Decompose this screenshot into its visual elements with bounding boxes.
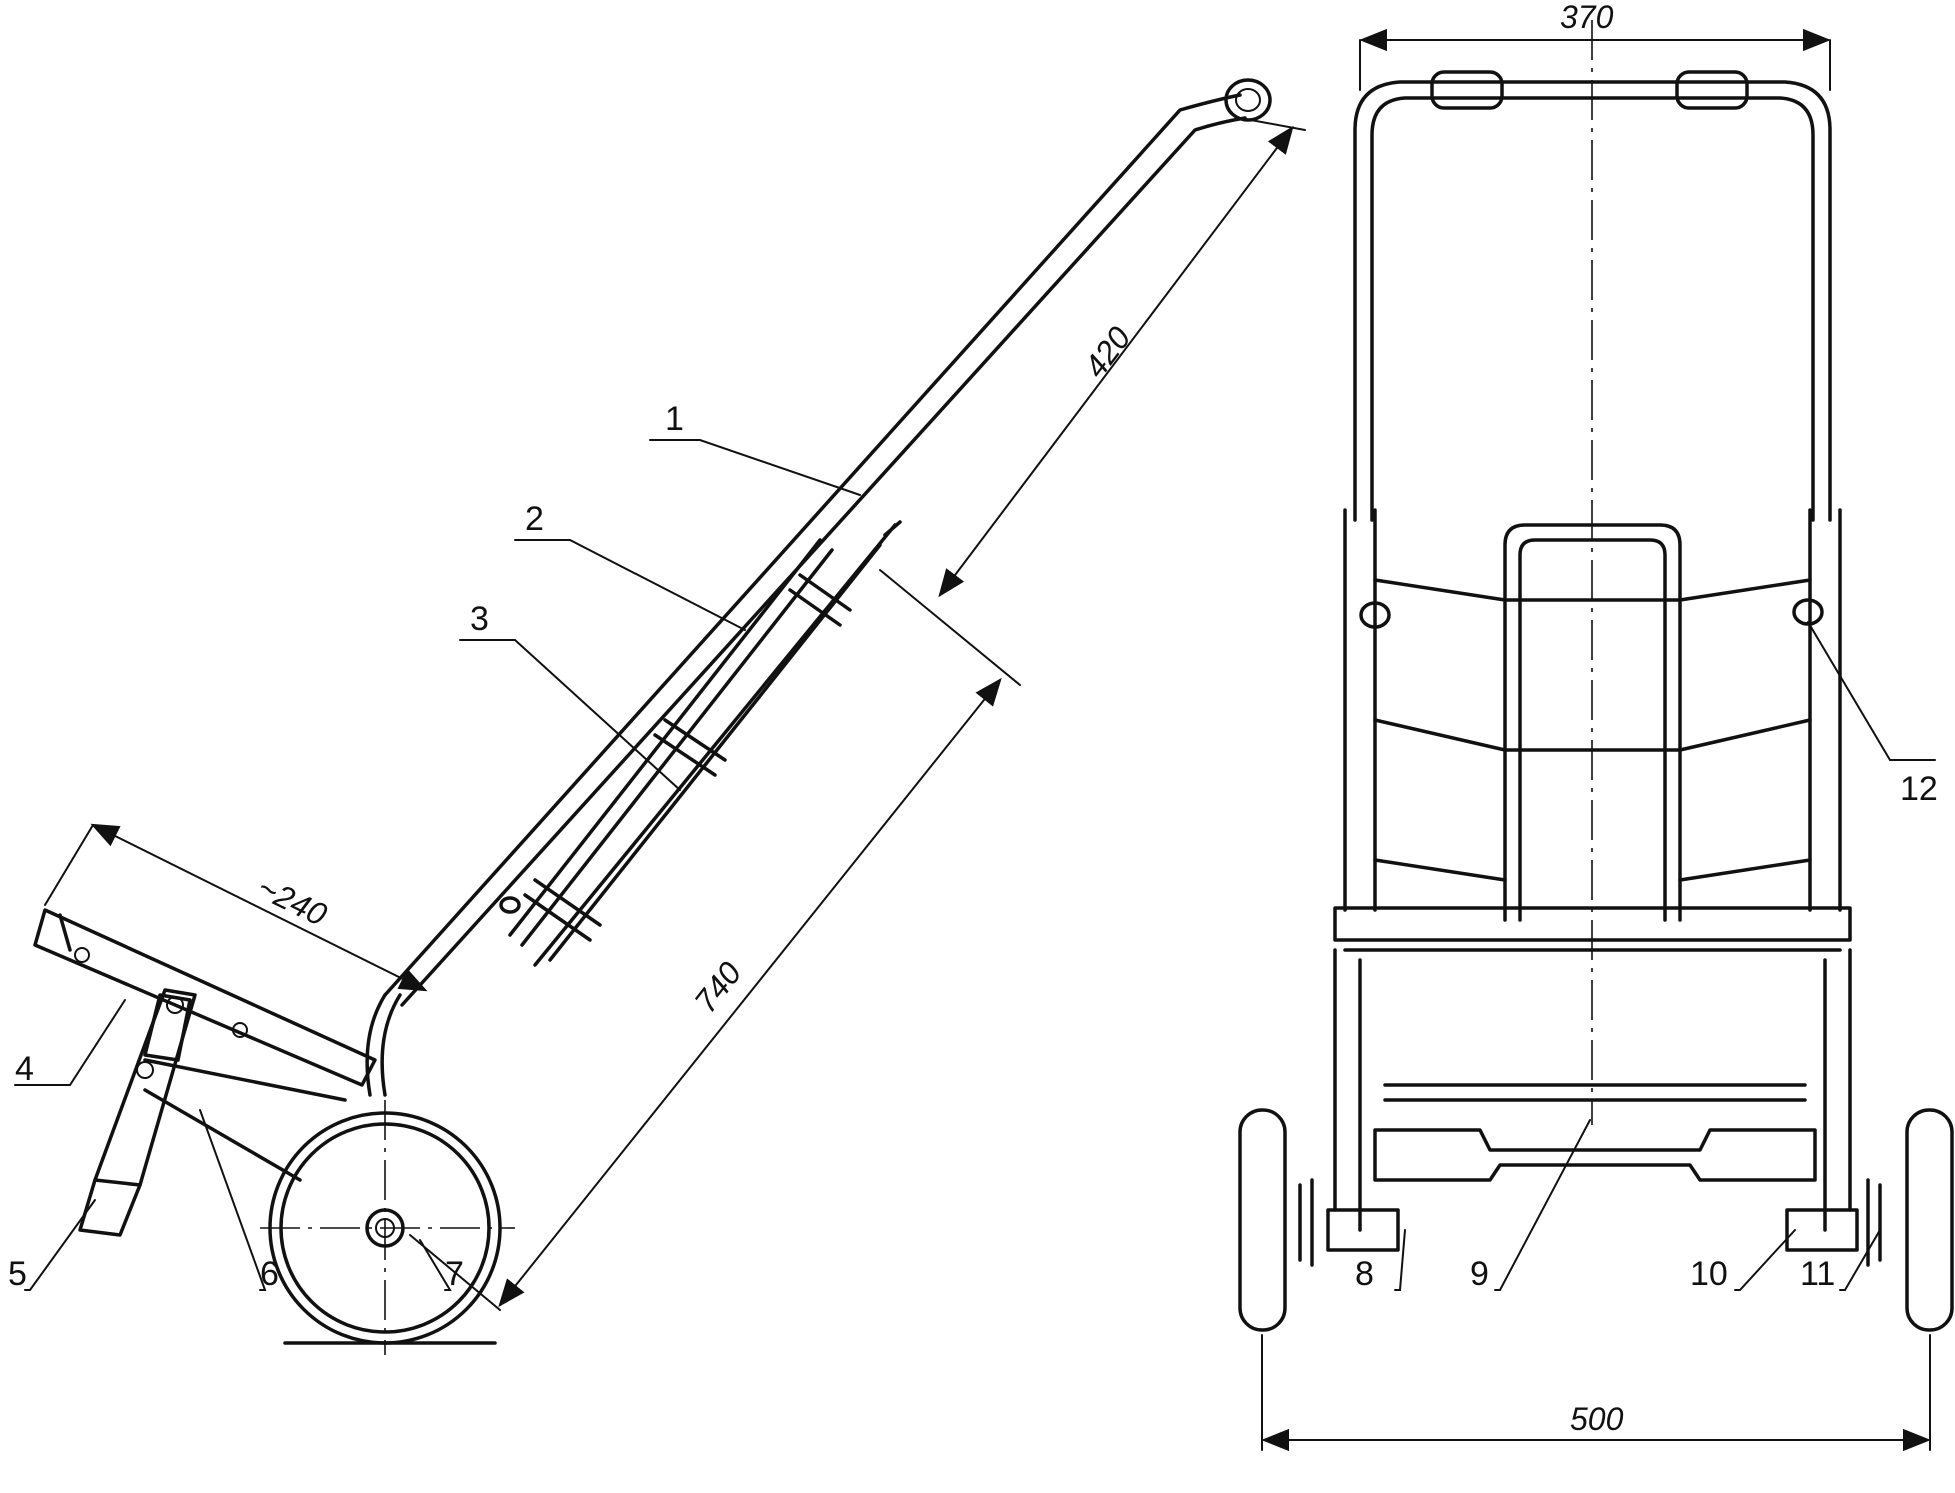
callout-2: 2: [525, 500, 544, 538]
wheel-left: [1238, 1108, 1287, 1332]
cross-straps: [1373, 578, 1812, 882]
folding-rod-2: [508, 538, 822, 937]
callout-3: 3: [470, 600, 489, 638]
clamp-12: [1792, 598, 1824, 626]
side-view: [14, 78, 1306, 1355]
support-leg-5: [93, 988, 197, 1187]
front-leaders: [1394, 621, 1936, 1291]
base-plate: [1373, 1128, 1817, 1182]
callout-labels: 1 2 3 4 5 6 7 8 9 10 11 12: [8, 400, 1938, 1293]
handle-bend: [380, 993, 402, 1097]
grip-right: [1675, 70, 1749, 110]
callout-1: 1: [665, 400, 684, 438]
callout-5: 5: [8, 1255, 27, 1293]
dim-line-240: [90, 823, 428, 992]
callout-7: 7: [445, 1255, 464, 1293]
wheel-7: [260, 1100, 515, 1355]
dim-500: 500: [1570, 1401, 1624, 1437]
handle-tube-outer: [383, 93, 1242, 997]
dim-740: 740: [687, 955, 748, 1019]
dim-line-420: [938, 125, 1294, 598]
dimension-labels: 420 740 ~240 370 500: [252, 0, 1624, 1437]
axle-bracket-left: [1326, 1208, 1400, 1252]
callout-12: 12: [1900, 770, 1938, 808]
platform-4: [33, 908, 377, 1087]
grip-knob: [1224, 78, 1272, 122]
folding-rod-3: [533, 523, 897, 967]
strut-6: [143, 1058, 347, 1102]
side-leaders: [14, 439, 861, 1291]
callout-11: 11: [1800, 1255, 1835, 1293]
dim-370: 370: [1560, 0, 1614, 35]
dim-line-740: [498, 677, 1002, 1308]
inner-rack: [1503, 523, 1682, 922]
callout-4: 4: [15, 1050, 34, 1088]
axle-bracket-right: [1785, 1208, 1859, 1252]
callout-10: 10: [1690, 1255, 1728, 1293]
callout-9: 9: [1470, 1255, 1489, 1293]
sleeve-collars: [499, 520, 902, 942]
u-handle-frame: [1353, 80, 1832, 522]
dim-420: 420: [1077, 320, 1138, 384]
callout-6: 6: [260, 1255, 279, 1293]
callout-8: 8: [1355, 1255, 1374, 1293]
base-crossbar: [1333, 906, 1852, 942]
grip-left: [1430, 70, 1504, 110]
wheel-right: [1905, 1108, 1954, 1332]
front-view: [1238, 20, 1954, 1452]
